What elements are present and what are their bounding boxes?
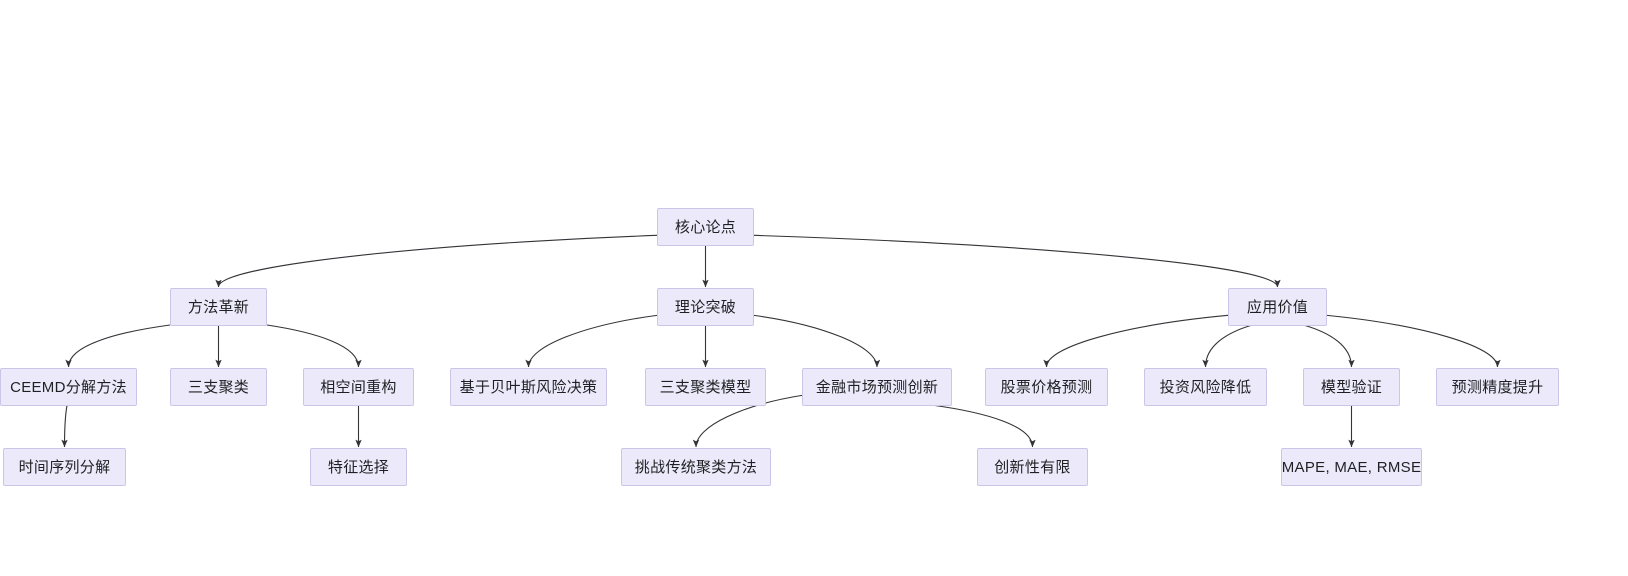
node-n3d[interactable]: 预测精度提升 [1436,368,1559,406]
node-n1b[interactable]: 三支聚类 [170,368,267,406]
node-label: 时间序列分解 [18,458,111,476]
node-label: 预测精度提升 [1451,378,1544,396]
node-label: 投资风险降低 [1159,378,1252,396]
node-label: 理论突破 [674,298,737,316]
node-label: 挑战传统聚类方法 [634,458,758,476]
node-label: 相空间重构 [320,378,397,396]
node-n3[interactable]: 应用价值 [1228,288,1327,326]
node-n2c[interactable]: 金融市场预测创新 [802,368,952,406]
node-n1c1[interactable]: 特征选择 [310,448,407,486]
edge-n3-to-n3b [1202,324,1253,368]
node-root[interactable]: 核心论点 [657,208,754,246]
node-n3c1[interactable]: MAPE, MAE, RMSE [1281,448,1422,486]
node-label: 金融市场预测创新 [815,378,939,396]
node-label: CEEMD分解方法 [10,378,127,396]
node-n1a1[interactable]: 时间序列分解 [3,448,126,486]
edge-root-to-n1 [215,234,658,288]
node-label: 应用价值 [1246,298,1309,316]
edge-n3-to-n3a [1043,314,1229,368]
node-label: 创新性有限 [994,458,1071,476]
node-n2b[interactable]: 三支聚类模型 [645,368,766,406]
node-n3b[interactable]: 投资风险降低 [1144,368,1267,406]
node-n1c[interactable]: 相空间重构 [303,368,414,406]
node-label: 股票价格预测 [1000,378,1093,396]
node-label: 三支聚类模型 [659,378,752,396]
edge-root-to-n3 [753,234,1281,288]
node-n2c2[interactable]: 创新性有限 [977,448,1088,486]
node-label: 方法革新 [187,298,250,316]
node-n1[interactable]: 方法革新 [170,288,267,326]
node-label: 特征选择 [327,458,390,476]
edge-n1-to-n1a [65,324,171,368]
edge-n2c-to-n2c2 [931,404,1036,448]
edge-n2-to-n2a [525,314,658,368]
node-label: MAPE, MAE, RMSE [1281,458,1422,476]
node-label: 模型验证 [1320,378,1383,396]
node-n3a[interactable]: 股票价格预测 [985,368,1108,406]
node-n3c[interactable]: 模型验证 [1303,368,1400,406]
edge-n1a-to-n1a1 [61,404,68,448]
edge-n3-to-n3c [1303,324,1355,368]
node-label: 核心论点 [674,218,737,236]
node-n2a[interactable]: 基于贝叶斯风险决策 [450,368,607,406]
edges-group [61,234,1501,448]
node-n1a[interactable]: CEEMD分解方法 [0,368,137,406]
node-n2[interactable]: 理论突破 [657,288,754,326]
edge-n2-to-n2c [753,314,881,368]
node-label: 基于贝叶斯风险决策 [459,378,598,396]
node-n2c1[interactable]: 挑战传统聚类方法 [621,448,771,486]
node-label: 三支聚类 [187,378,250,396]
edge-n1-to-n1c [266,324,362,368]
edge-n3-to-n3d [1326,314,1501,368]
